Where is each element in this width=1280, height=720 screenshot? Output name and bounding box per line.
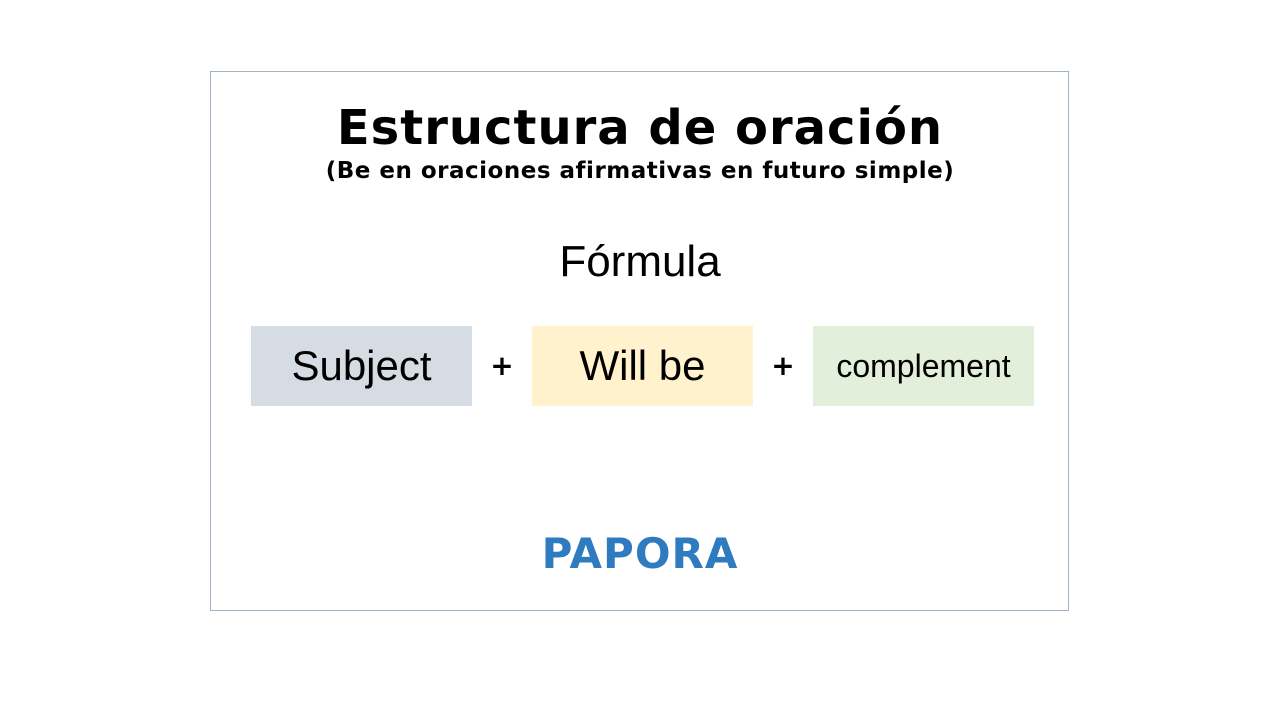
formula-complement-box: complement: [813, 326, 1034, 406]
slide-title: Estructura de oración: [336, 100, 944, 156]
formula-plus-1: +: [490, 349, 514, 382]
formula-label: Fórmula: [559, 237, 721, 286]
formula-subject-text: Subject: [291, 342, 432, 389]
papora-logo: PAPORA: [541, 529, 739, 578]
formula-subject-box: Subject: [251, 326, 472, 406]
slide-frame: [210, 71, 1069, 611]
formula-will-be-text: Will be: [579, 342, 706, 389]
formula-will-be-box: Will be: [532, 326, 753, 406]
formula-plus-2: +: [771, 349, 795, 382]
formula-complement-text: complement: [836, 347, 1011, 384]
slide-subtitle: (Be en oraciones afirmativas en futuro s…: [325, 158, 955, 184]
